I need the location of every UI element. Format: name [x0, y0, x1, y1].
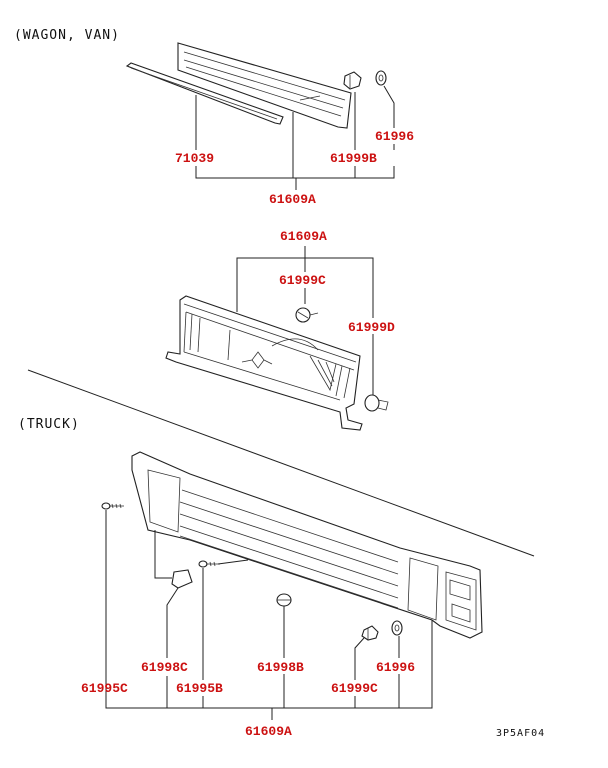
callout-61996-truck: 61996	[376, 660, 415, 675]
moulding-strip-part	[125, 62, 284, 125]
callout-61995C: 61995C	[81, 681, 128, 696]
grille-truck-part	[131, 451, 483, 639]
grille-wagon-van-part	[165, 295, 363, 431]
callout-61999B: 61999B	[330, 151, 377, 166]
clip-part-61999C-upper	[295, 307, 319, 323]
clip-part-61998B	[276, 593, 292, 607]
callout-71039: 71039	[175, 151, 214, 166]
callout-61998C: 61998C	[141, 660, 188, 675]
callout-61999C-truck: 61999C	[331, 681, 378, 696]
leader-lines-wagon	[195, 85, 395, 190]
section-title-truck: (TRUCK)	[18, 417, 80, 432]
leader-lines-grille-wv	[236, 246, 374, 396]
nut-part-61996	[375, 70, 387, 86]
screw-part-61995B	[198, 560, 220, 568]
callout-61609A-wagon: 61609A	[269, 192, 316, 207]
garnish-panel-part	[177, 42, 352, 129]
diagram-code: 3P5AF04	[496, 728, 545, 739]
clip-part-61998C	[171, 569, 193, 589]
clip-part-61999B	[343, 71, 362, 90]
section-divider	[27, 369, 535, 557]
nut-part-61996-truck	[391, 620, 403, 636]
callout-61609A-grille-top: 61609A	[280, 229, 327, 244]
callout-61996-wagon: 61996	[375, 129, 414, 144]
callout-61995B: 61995B	[176, 681, 223, 696]
screw-part-61995C	[101, 502, 124, 510]
callout-61998B: 61998B	[257, 660, 304, 675]
callout-61999C-grille: 61999C	[279, 273, 326, 288]
clip-part-61999C-truck	[361, 625, 379, 641]
callout-61609A-truck: 61609A	[245, 724, 292, 739]
section-title-wagon-van: (WAGON, VAN)	[14, 28, 120, 43]
callout-61999D: 61999D	[348, 320, 395, 335]
clip-part-61999D	[364, 394, 389, 412]
leader-lines-truck	[105, 510, 433, 720]
